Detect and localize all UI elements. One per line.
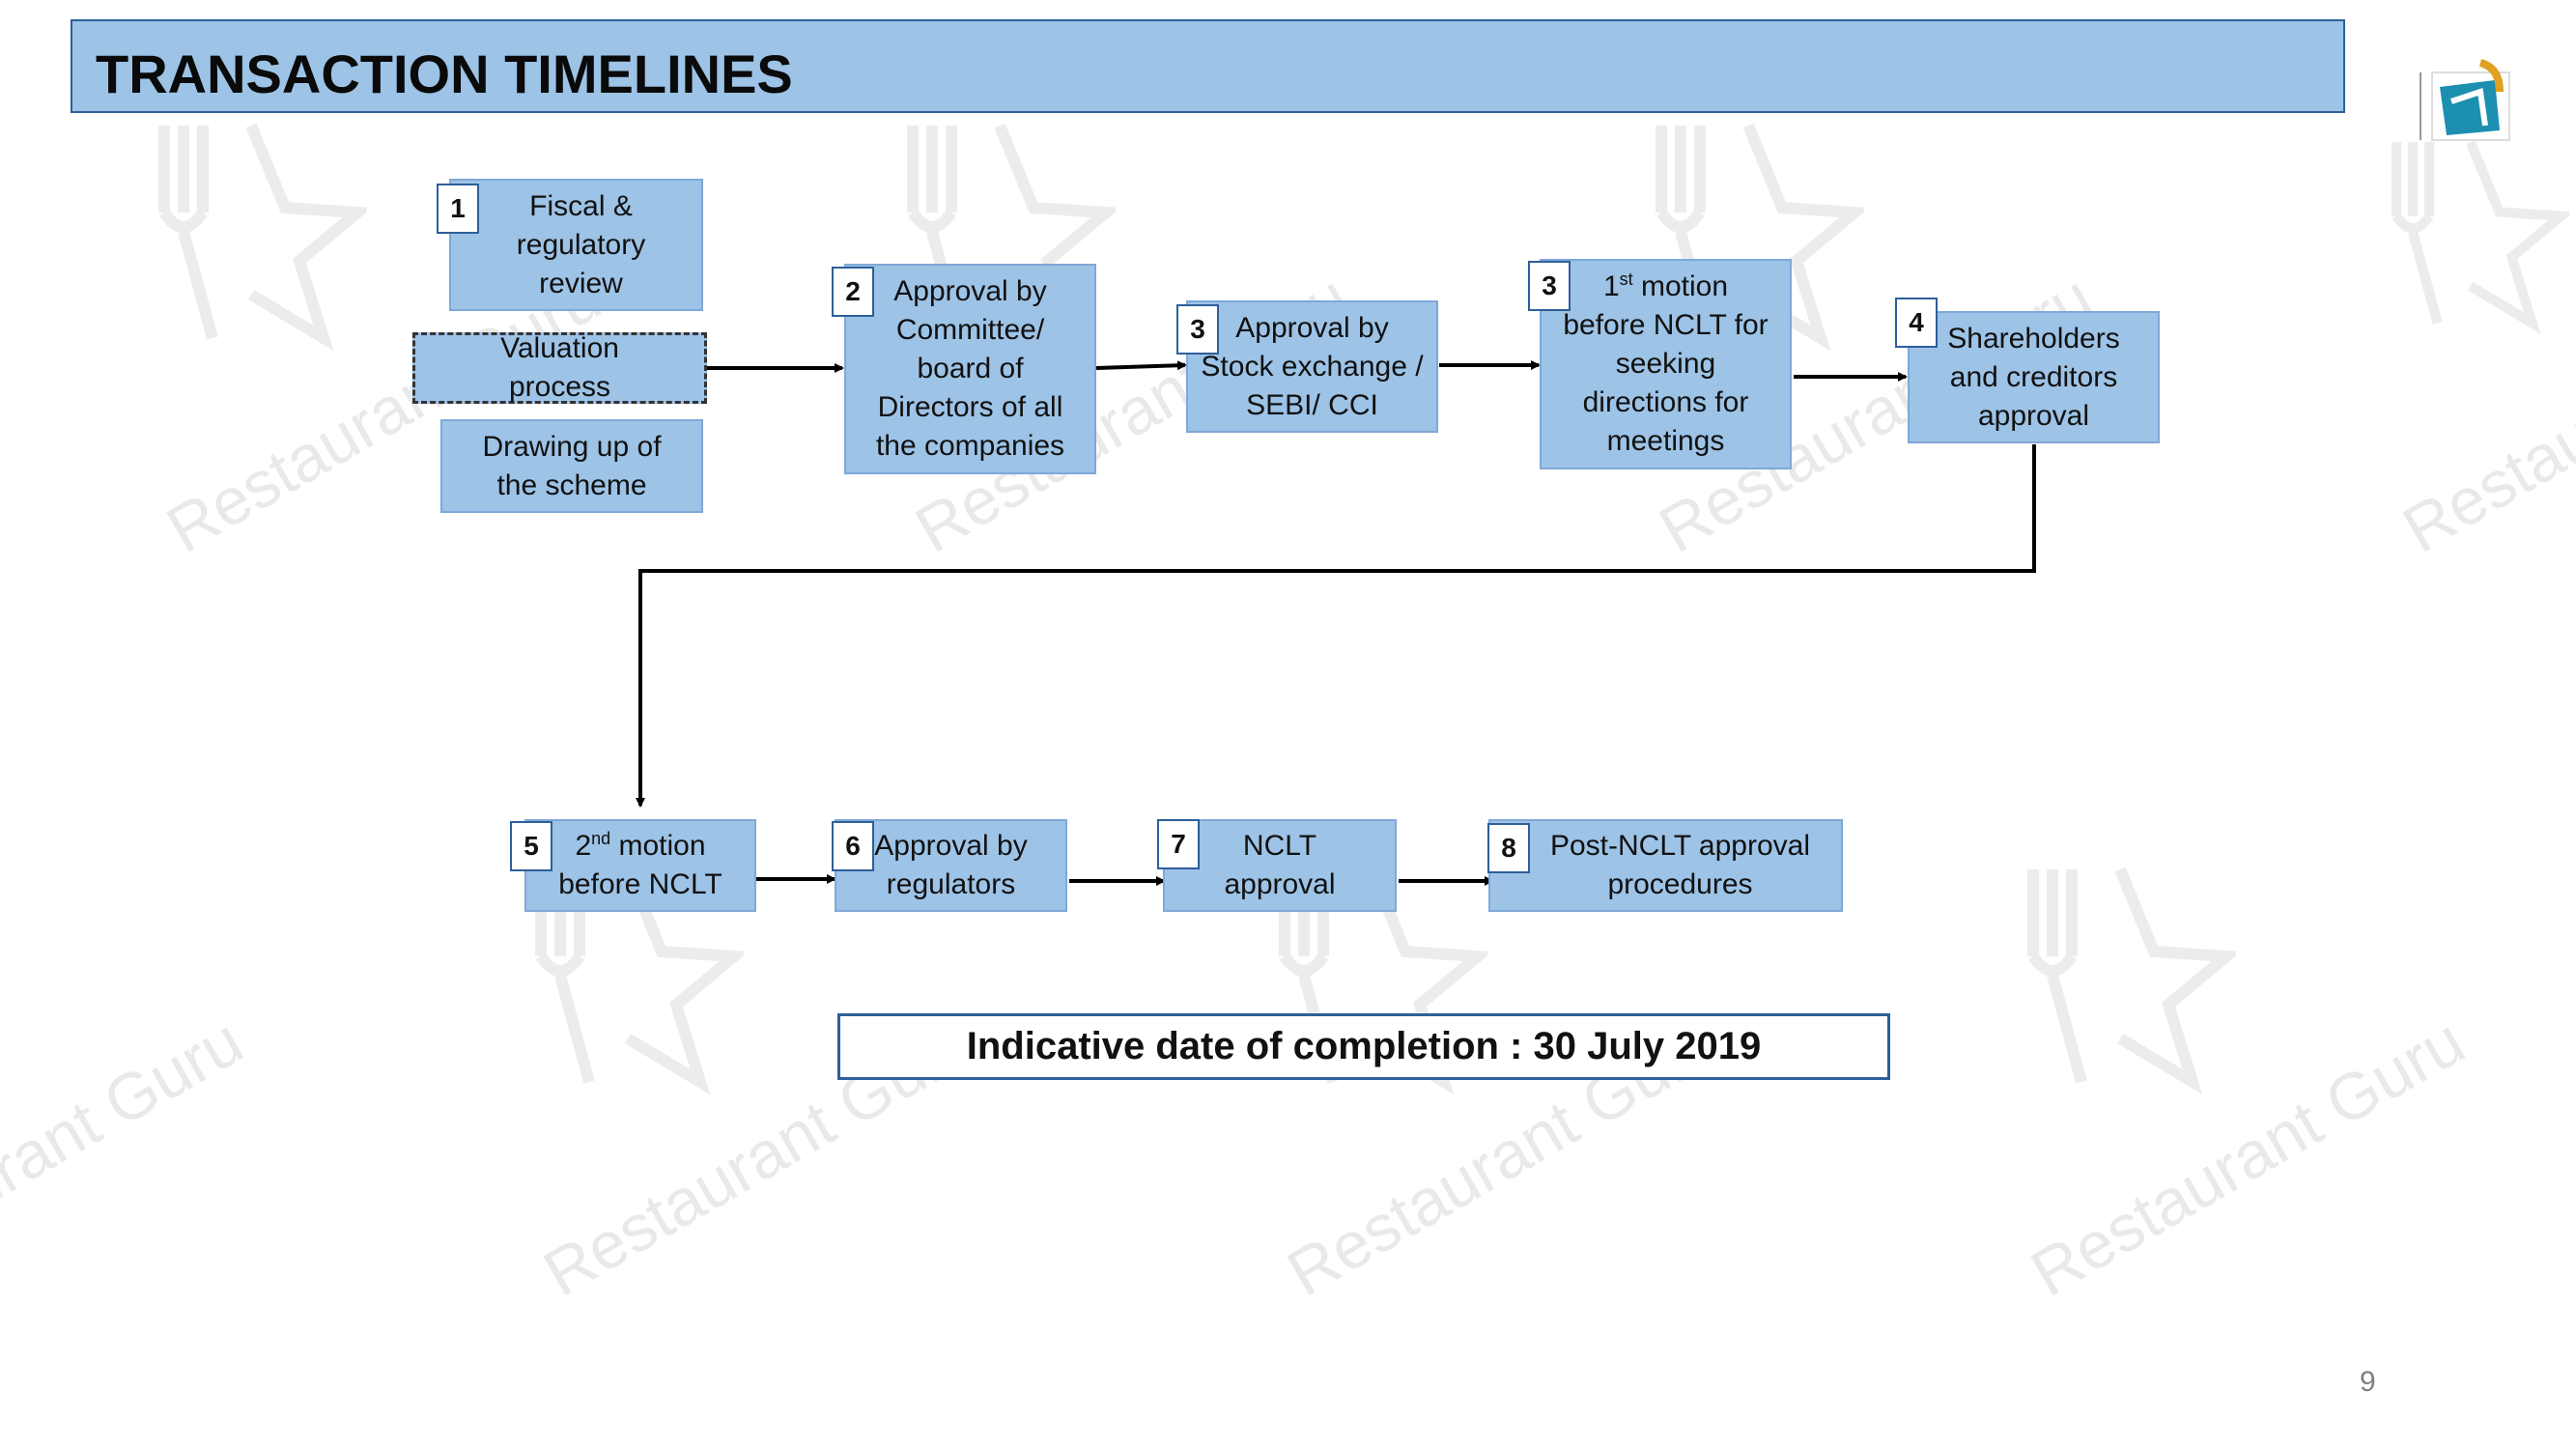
step-fiscal-regulatory-review: Fiscal & regulatory review [449, 179, 703, 311]
arrow-2-to-3 [1095, 360, 1187, 371]
step-stock-exchange-approval: Approval by Stock exchange / SEBI/ CCI [1186, 300, 1438, 433]
page-number: 9 [2360, 1366, 2376, 1398]
step-number-badge: 8 [1487, 823, 1530, 873]
step-committee-board-approval: Approval by Committee/ board of Director… [844, 264, 1096, 474]
step-label: Approval by Stock exchange / SEBI/ CCI [1201, 311, 1424, 421]
step-number-badge: 2 [832, 267, 874, 317]
page-title: TRANSACTION TIMELINES [96, 43, 793, 104]
step-drawing-up-scheme: Drawing up of the scheme [440, 419, 703, 513]
step-number-badge: 7 [1157, 819, 1200, 869]
step-label: Post-NCLT approval procedures [1549, 830, 1810, 900]
step-valuation-process: Valuation process [412, 332, 707, 404]
step-nclt-approval: NCLT approval [1163, 819, 1397, 912]
arrow-4-to-5 [636, 444, 2036, 808]
step-label: Fiscal & regulatory review [516, 189, 646, 299]
step-label: Valuation process [500, 332, 619, 403]
title-banner: TRANSACTION TIMELINES [71, 19, 2345, 113]
step-number-badge: 1 [437, 184, 479, 234]
step-number-badge: 3 [1176, 304, 1219, 355]
step-number-badge: 5 [510, 821, 552, 871]
completion-date-text: Indicative date of completion : 30 July … [966, 1025, 1762, 1067]
step-number-badge: 6 [832, 821, 874, 871]
step-number-badge: 4 [1895, 298, 1938, 348]
step-label: NCLT approval [1224, 830, 1336, 900]
step-label: Approval by Committee/ board of Director… [875, 275, 1065, 462]
step-label: Approval by regulators [874, 830, 1028, 900]
step-post-nclt-procedures: Post-NCLT approval procedures [1488, 819, 1843, 912]
step-label: Drawing up of the scheme [482, 430, 662, 501]
company-logo-icon [2420, 59, 2510, 141]
completion-date-box: Indicative date of completion : 30 July … [837, 1013, 1890, 1080]
step-number-badge: 3 [1528, 261, 1571, 311]
step-label: Shareholders and creditors approval [1947, 322, 2120, 432]
step-shareholders-creditors-approval: Shareholders and creditors approval [1908, 311, 2160, 443]
